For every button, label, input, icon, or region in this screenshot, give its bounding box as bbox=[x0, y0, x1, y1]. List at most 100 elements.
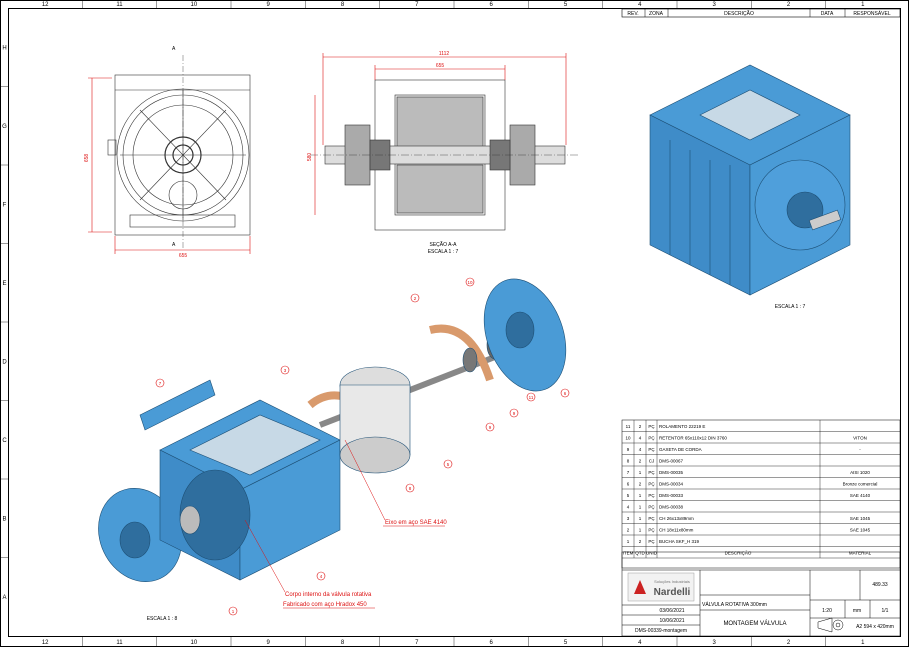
descricao-header: DESCRIÇÃO bbox=[724, 10, 754, 17]
bom-unit: PÇ bbox=[648, 470, 655, 475]
bom-unit: PÇ bbox=[648, 528, 655, 533]
dim-section-inner: 655 bbox=[436, 63, 445, 69]
zone-bottom-1: 1 bbox=[861, 640, 865, 646]
zone-top-2: 2 bbox=[787, 2, 791, 8]
bom-unit: PÇ bbox=[648, 447, 655, 452]
zone-top-9: 9 bbox=[266, 2, 270, 8]
zone-top-5: 5 bbox=[564, 2, 568, 8]
dim-front-height: 658 bbox=[84, 154, 90, 163]
zone-top-6: 6 bbox=[489, 2, 493, 8]
bom-unit: PÇ bbox=[648, 482, 655, 487]
row-label-E: E bbox=[2, 281, 6, 287]
company-tagline: Soluções Industriais bbox=[654, 579, 690, 584]
bom-item: 1 bbox=[627, 539, 630, 544]
bom-qty: 1 bbox=[639, 505, 642, 510]
zone-bottom-12: 12 bbox=[42, 640, 49, 646]
iso-assembled-view bbox=[649, 64, 851, 296]
zona-header: ZONA bbox=[649, 11, 664, 17]
title-block bbox=[621, 551, 901, 637]
bom-item: 7 bbox=[627, 470, 630, 475]
note-body-1: Corpo interno da válvula rotativa bbox=[285, 592, 372, 598]
bom-material: SAE 4140 bbox=[850, 493, 871, 498]
section-view bbox=[310, 79, 580, 231]
company-name: Nardelli bbox=[654, 587, 691, 598]
notes: Eixo em aço SAE 4140 Corpo interno da vá… bbox=[244, 439, 447, 609]
iso-scale: ESCALA 1 : 7 bbox=[775, 304, 806, 310]
bom-description: DMS-00035 bbox=[659, 470, 684, 475]
bom-description: CH 18x11x80mm bbox=[659, 528, 694, 533]
balloon-7: 7 bbox=[159, 381, 162, 386]
balloon-numbers: 1 2 3 4 5 6 7 8 9 10 11 9 bbox=[159, 280, 567, 614]
zone-top-7: 7 bbox=[415, 2, 419, 8]
zone-top-11: 11 bbox=[116, 2, 123, 8]
company-logo bbox=[627, 572, 695, 602]
bom-description: DMS-00067 bbox=[659, 459, 684, 464]
bom-description: DMS-00034 bbox=[659, 482, 684, 487]
dim-section-total: 1112 bbox=[439, 51, 450, 57]
bom-description: DMS-00033 bbox=[659, 493, 684, 498]
row-label-G: G bbox=[2, 124, 7, 130]
bom-description: ROLAMENTO 22219 E bbox=[659, 424, 705, 429]
balloon-9b: 9 bbox=[513, 411, 516, 416]
balloon-6: 6 bbox=[564, 391, 567, 396]
bom-material: Bronze comercial bbox=[843, 482, 878, 487]
exploded-view bbox=[98, 278, 567, 582]
rev-header: REV. bbox=[627, 11, 638, 17]
bom-material: SAE 1045 bbox=[850, 516, 871, 521]
balloon-10: 10 bbox=[467, 280, 473, 285]
balloon-5: 5 bbox=[447, 462, 450, 467]
bom-unit: PÇ bbox=[648, 493, 655, 498]
bom-material: - bbox=[859, 447, 861, 452]
bom-header-material: MATERIAL bbox=[849, 551, 872, 556]
date-2: 10/06/2021 bbox=[659, 618, 684, 624]
section-scale: ESCALA 1 : 7 bbox=[428, 249, 459, 255]
zone-bottom-5: 5 bbox=[564, 640, 568, 646]
front-view bbox=[107, 55, 251, 250]
balloon-4: 4 bbox=[320, 574, 323, 579]
row-label-F: F bbox=[3, 202, 7, 208]
bom-description: CH 26x13x89mm bbox=[659, 516, 694, 521]
bom-item: 6 bbox=[627, 482, 630, 487]
sheet-value: 1/1 bbox=[882, 608, 889, 614]
bom-unit: PÇ bbox=[648, 539, 655, 544]
bom-material: SAE 1045 bbox=[850, 528, 871, 533]
dim-section-height: 580 bbox=[307, 153, 313, 162]
revision-table: REV. ZONA DESCRIÇÃO DATA RESPONSÁVEL bbox=[621, 8, 901, 18]
bom-unit: CJ bbox=[649, 459, 655, 464]
bom-header-item: ITEM bbox=[623, 551, 634, 556]
bom-description: BUCHA SKF_H 319 bbox=[659, 539, 700, 544]
zone-bottom-4: 4 bbox=[638, 640, 642, 646]
scale-value: 1:20 bbox=[822, 608, 832, 614]
bom-frame bbox=[621, 419, 901, 569]
zone-top-4: 4 bbox=[638, 2, 642, 8]
bom-unit: PÇ bbox=[648, 505, 655, 510]
bom-qty: 2 bbox=[639, 459, 642, 464]
bom-header-unit: UNID bbox=[646, 551, 658, 556]
bom-item: 4 bbox=[627, 505, 630, 510]
responsavel-header: RESPONSÁVEL bbox=[853, 10, 890, 17]
zone-bottom-3: 3 bbox=[712, 640, 716, 646]
bom-material: AISI 1020 bbox=[850, 470, 870, 475]
bom-qty: 2 bbox=[639, 424, 642, 429]
bom-unit: PÇ bbox=[648, 436, 655, 441]
bom-item: 9 bbox=[627, 447, 630, 452]
bom-item: 10 bbox=[625, 436, 631, 441]
row-label-D: D bbox=[2, 359, 7, 365]
zone-bottom-9: 9 bbox=[266, 640, 270, 646]
note-shaft: Eixo em aço SAE 4140 bbox=[385, 520, 447, 526]
date-1: 03/06/2021 bbox=[659, 608, 684, 614]
bom-qty: 4 bbox=[639, 447, 642, 452]
zone-top-12: 12 bbox=[42, 2, 49, 8]
front-view-dims bbox=[88, 77, 251, 254]
bom-item: 5 bbox=[627, 493, 630, 498]
bom-header-qty: QTD bbox=[635, 551, 645, 556]
unit-value: mm bbox=[853, 608, 861, 614]
data-header: DATA bbox=[821, 11, 834, 17]
zone-bottom-6: 6 bbox=[489, 640, 493, 646]
zone-bottom-11: 11 bbox=[116, 640, 123, 646]
weight-value: 489.33 bbox=[872, 582, 888, 588]
